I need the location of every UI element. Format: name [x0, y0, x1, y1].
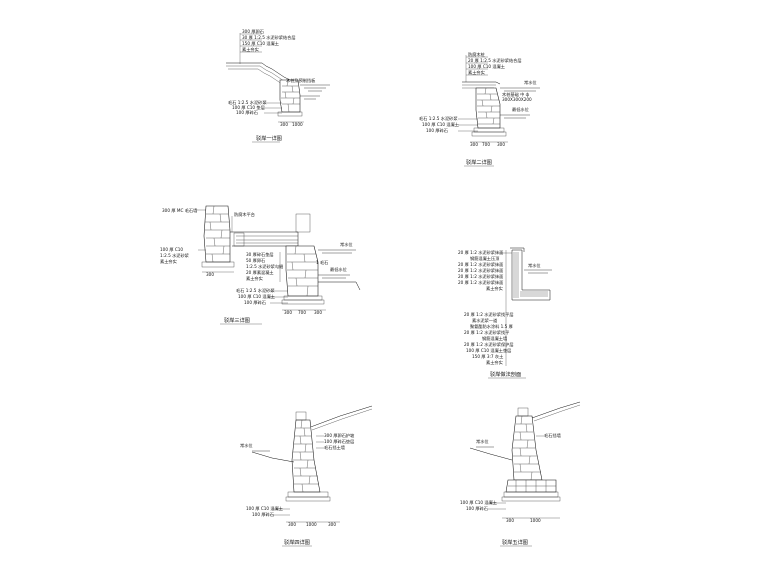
d3-bottom-label-2: 100 厚 C10 混凝土: [238, 293, 275, 300]
d3-mid-label-2: 50 厚卵石: [246, 257, 265, 264]
d2-dim-2: 700: [482, 142, 490, 147]
d3-caption: 驳岸三详图: [224, 316, 250, 324]
d2-label-2: 20 厚 1:2.5 水泥砂浆结合层: [468, 57, 522, 64]
d4-lower-8: 150 厚 3:7 灰土: [472, 353, 503, 360]
d3-dim-2: 300: [284, 310, 292, 315]
d1-left-label-3: 100 厚碎石: [236, 109, 258, 116]
d4-caption: 驳岸做法剖面: [490, 370, 521, 378]
d3-mid-label-4: 20 厚素混凝土: [246, 269, 274, 276]
d4-upper-3: 20 厚 1:2 水泥砂浆抹面: [458, 261, 503, 268]
d4-lower-3: 聚氨酯防水涂料 1.5 厚: [470, 323, 513, 330]
detail-drawing-6: 常水位 毛石挡墙 100 厚 C10 混凝土 100 厚碎石 300 1000 …: [460, 401, 581, 547]
d4-water-label: 常水位: [528, 262, 541, 269]
d2-callout: 木桩基础 中 ф: [502, 91, 530, 98]
d2-label-3: 100 厚 C10 混凝土: [468, 63, 505, 70]
d3-mid-label-1: 30 厚碎石垫层: [246, 251, 274, 258]
d4-upper-4: 20 厚 1:2 水泥砂浆抹面: [458, 267, 503, 274]
d4-upper-7: 素土夯实: [486, 285, 503, 292]
d6-bottom-2: 100 厚碎石: [466, 505, 488, 512]
d1-dim-2: 1000: [292, 122, 303, 127]
d6-dim-2: 1000: [530, 518, 541, 523]
d1-left-label-2: 100 厚 C10 垫层: [232, 104, 265, 111]
d5-label-3: 毛石挡土墙: [324, 444, 345, 451]
d3-label-1: 300 厚 MC 毛石墙: [162, 207, 197, 214]
d4-upper-6: 20 厚 1:2 水泥砂浆抹面: [458, 279, 503, 286]
d5-dim-1: 300: [288, 522, 296, 527]
d4-lower-7: 100 厚 C10 混凝土垫层: [466, 347, 511, 354]
d2-left-label-1: 毛石 1:2.5 水泥砂浆: [419, 115, 458, 122]
d2-label-4: 素土夯实: [468, 69, 485, 76]
d5-water-label: 常水位: [240, 442, 253, 449]
d2-water-low: 最低水位: [512, 106, 529, 113]
d1-label-3: 150 厚 C10 混凝土: [242, 40, 279, 47]
detail-drawing-3: 300 厚 MC 毛石墙 防腐木平台 常水位 最低水位 1 毛石 100 厚 C…: [160, 205, 361, 325]
d3-left-label-1: 100 厚 C10: [160, 247, 183, 253]
d5-bottom-1: 100 厚 C10 混凝土: [246, 505, 283, 512]
d2-left-label-3: 100 厚碎石: [426, 127, 448, 134]
detail-drawing-1: 300 厚卵石 30 厚 1:2.5 水泥砂浆结合层 150 厚 C10 混凝土…: [226, 28, 330, 143]
d5-caption: 驳岸四详图: [284, 538, 310, 546]
d3-water-low: 最低水位: [330, 266, 347, 273]
d3-left-label-3: 素土夯实: [160, 258, 177, 265]
d2-water-high: 常水位: [524, 79, 537, 86]
d3-bottom-label-1: 毛石 1:2.5 水泥砂浆: [236, 287, 275, 294]
d4-lower-5: 钢筋混凝土墙: [482, 335, 507, 342]
d1-label-2: 30 厚 1:2.5 水泥砂浆结合层: [242, 34, 296, 41]
d1-dim-1: 300: [280, 122, 288, 127]
d3-label-2: 1 毛石: [316, 259, 328, 266]
d3-bottom-label-3: 100 厚碎石: [244, 299, 266, 306]
d4-lower-6: 20 厚 1:2 水泥砂浆保护层: [464, 341, 514, 348]
d1-label-4: 素土夯实: [242, 46, 259, 53]
d2-callout-size: 300X300X200: [502, 97, 532, 102]
d4-lower-2: 素水泥浆一道: [472, 317, 498, 324]
d4-upper-5: 20 厚 1:2 水泥砂浆抹面: [458, 273, 503, 280]
detail-drawing-5: 常水位 300 厚卵石护坡 100 厚碎石垫层 毛石挡土墙 100 厚 C10 …: [240, 405, 373, 547]
d1-caption: 驳岸一详图: [256, 134, 282, 142]
d3-mid-label-5: 素土夯实: [246, 275, 263, 282]
d6-label-1: 毛石挡墙: [544, 432, 561, 439]
d3-mid-label-3: 1:2.5 水泥砂浆勾缝: [246, 263, 284, 270]
d5-dim-3: 300: [328, 522, 336, 527]
d6-dim-1: 300: [506, 518, 514, 523]
d3-water-high: 常水位: [340, 241, 353, 248]
d2-dim-3: 300: [497, 142, 505, 147]
d3-dim-4: 300: [314, 310, 322, 315]
d2-left-label-2: 100 厚 C10 混凝土: [422, 121, 459, 128]
d5-dim-2: 1000: [306, 522, 317, 527]
d6-caption: 驳岸五详图: [502, 538, 528, 546]
d3-top-label: 防腐木平台: [234, 211, 255, 218]
d5-label-2: 100 厚碎石垫层: [324, 438, 354, 445]
d4-lower-4: 20 厚 1:2 水泥砂浆找平: [464, 329, 509, 336]
d2-label-1: 防腐木桩: [468, 51, 485, 58]
d5-label-1: 300 厚卵石护坡: [324, 432, 355, 439]
d2-dim-1: 300: [470, 142, 478, 147]
d6-bottom-1: 100 厚 C10 混凝土: [460, 499, 497, 506]
detail-drawing-4: 常水位 20 厚 1:2 水泥砂浆抹面 钢筋混凝土压顶 20 厚 1:2 水泥砂…: [458, 247, 552, 379]
d2-caption: 驳岸二详图: [466, 158, 492, 166]
d4-lower-9: 素土夯实: [486, 359, 503, 366]
d3-dim-3: 700: [298, 310, 306, 315]
d3-dim-1: 300: [206, 272, 214, 277]
d5-bottom-2: 100 厚碎石: [252, 511, 274, 518]
d4-lower-1: 20 厚 1:2 水泥砂浆找平层: [464, 311, 514, 318]
d4-upper-labels: 20 厚 1:2 水泥砂浆抹面 钢筋混凝土压顶 20 厚 1:2 水泥砂浆抹面 …: [458, 249, 512, 292]
d4-upper-2: 钢筋混凝土压顶: [470, 255, 500, 262]
d4-upper-1: 20 厚 1:2 水泥砂浆抹面: [458, 249, 503, 256]
d1-callout: 木桩及预制挡板: [286, 77, 316, 84]
detail-drawing-2: 防腐木桩 20 厚 1:2.5 水泥砂浆结合层 100 厚 C10 混凝土 素土…: [419, 51, 540, 167]
d1-left-label-1: 毛石 1:2.5 水泥砂浆: [228, 99, 267, 106]
d3-left-label-2: 1:2.5 水泥砂浆: [160, 252, 190, 259]
d6-water-label: 常水位: [476, 438, 489, 445]
d4-lower-labels: 20 厚 1:2 水泥砂浆找平层 素水泥浆一道 聚氨酯防水涂料 1.5 厚 20…: [464, 311, 514, 366]
d1-label-1: 300 厚卵石: [242, 28, 264, 35]
